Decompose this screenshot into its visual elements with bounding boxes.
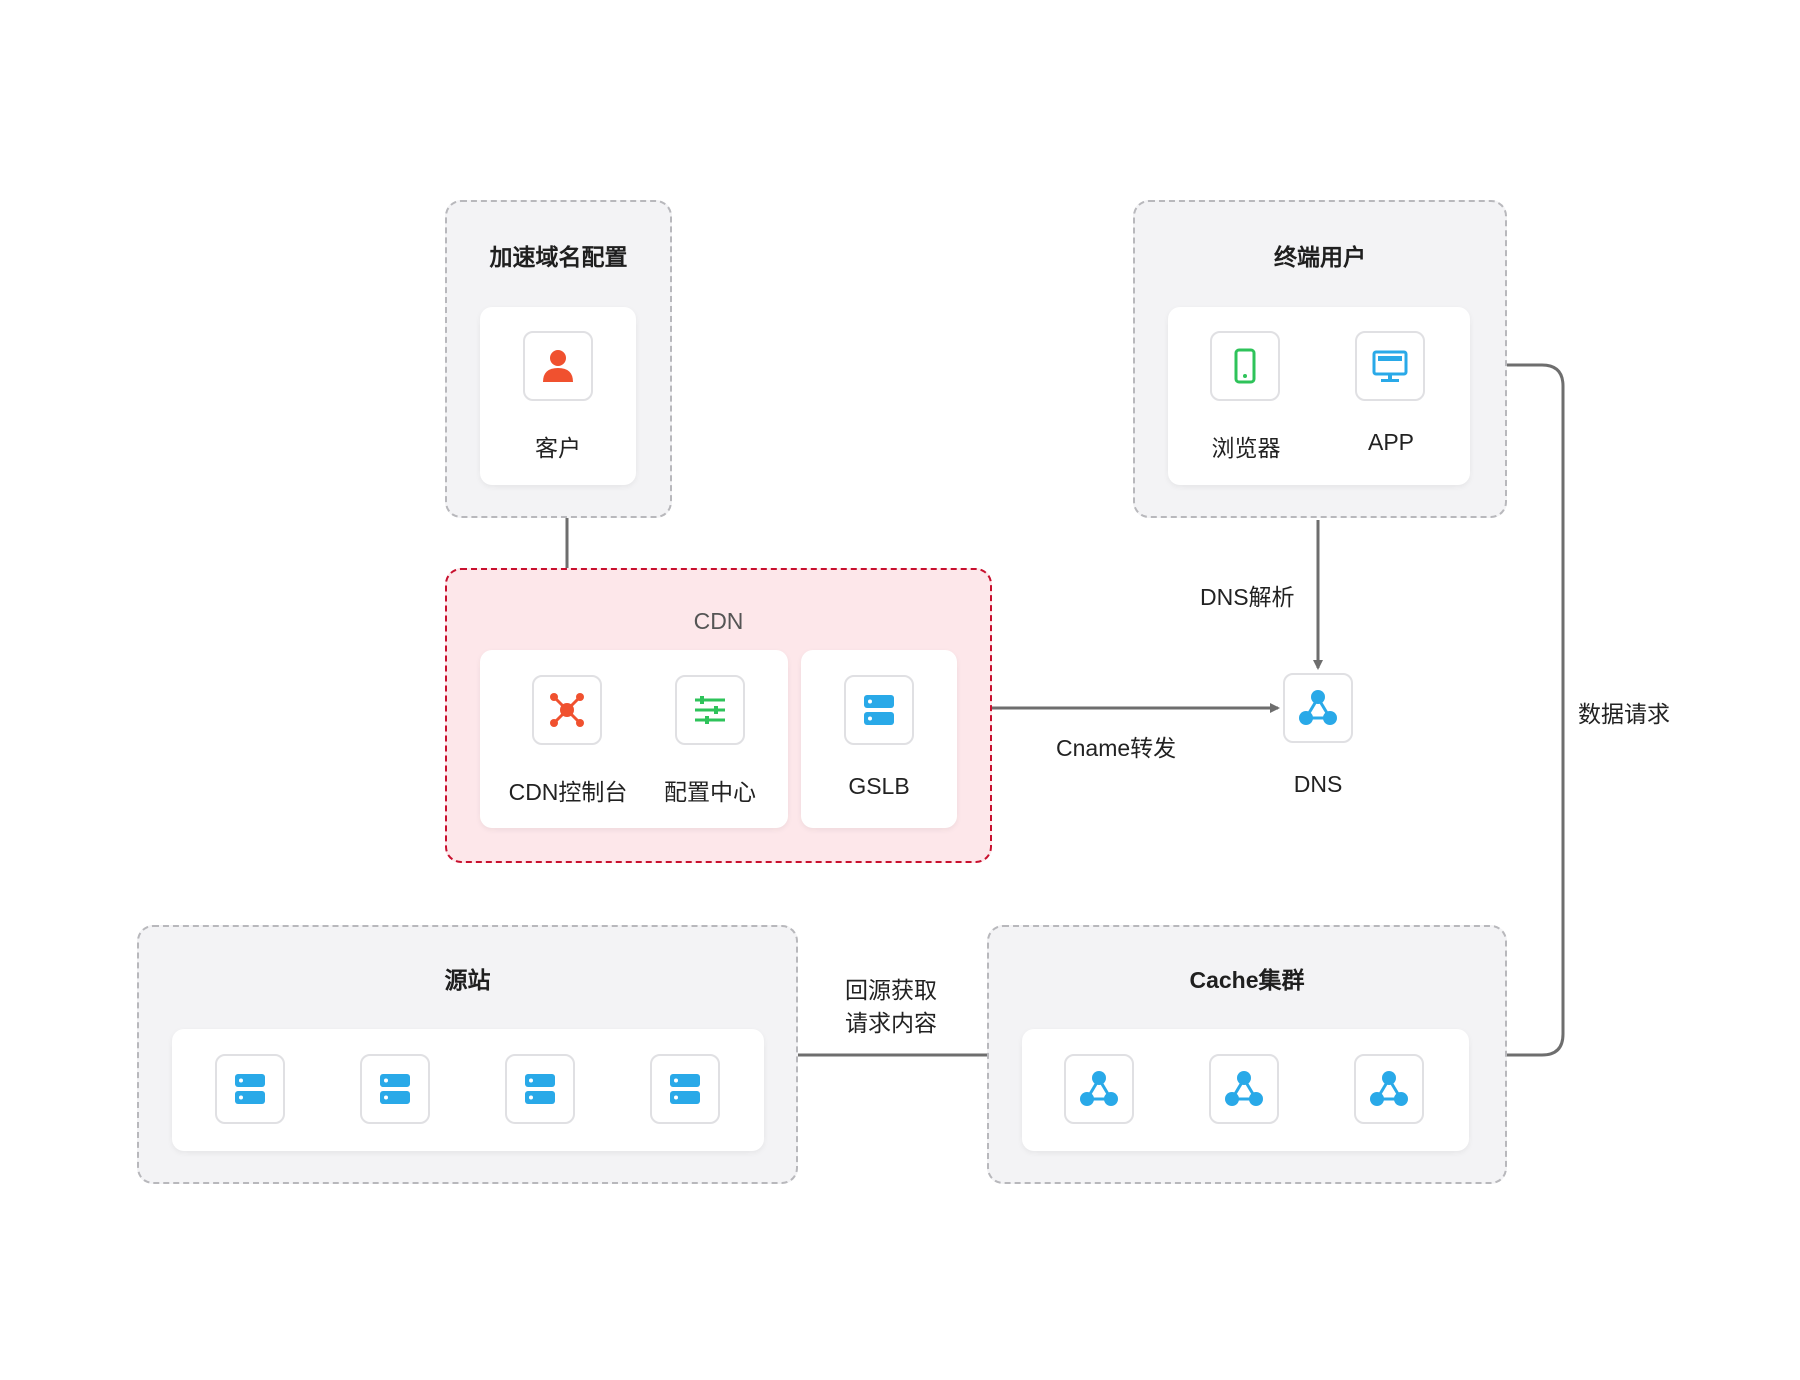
cache-cluster-group: Cache集群	[987, 925, 1507, 1184]
data-request-line	[1507, 363, 1565, 1057]
sliders-icon[interactable]	[675, 675, 745, 745]
browser-label: 浏览器	[1211, 435, 1281, 461]
cdn-title: CDN	[693, 608, 744, 634]
cdn-group: CDN CDN控制台 配置中心	[445, 568, 992, 863]
server-icon[interactable]	[360, 1054, 430, 1124]
cdn-console-label: CDN控制台	[508, 779, 628, 805]
origin-card	[172, 1029, 764, 1151]
end-users-card: 浏览器 APP	[1168, 307, 1470, 485]
end-users-group: 终端用户 浏览器 APP	[1133, 200, 1507, 518]
cache-cluster-card	[1022, 1029, 1469, 1151]
cluster-icon[interactable]	[1209, 1054, 1279, 1124]
end-users-title: 终端用户	[1274, 244, 1366, 270]
data-request-label: 数据请求	[1578, 701, 1670, 727]
back-to-origin-line2: 请求内容	[845, 1010, 937, 1036]
server-icon[interactable]	[215, 1054, 285, 1124]
person-icon[interactable]	[523, 331, 593, 401]
phone-icon[interactable]	[1210, 331, 1280, 401]
customer-label: 客户	[535, 435, 581, 461]
domain-config-title: 加速域名配置	[489, 244, 628, 270]
back-to-origin-line1: 回源获取	[845, 977, 937, 1003]
dns-resolve-label: DNS解析	[1200, 584, 1295, 610]
domain-config-group: 加速域名配置 客户	[445, 200, 672, 518]
origin-group: 源站	[137, 925, 798, 1184]
network-hub-icon[interactable]	[532, 675, 602, 745]
cluster-icon[interactable]	[1064, 1054, 1134, 1124]
cluster-icon[interactable]	[1283, 673, 1353, 743]
config-center-label: 配置中心	[664, 779, 756, 805]
server-icon[interactable]	[505, 1054, 575, 1124]
origin-title: 源站	[444, 967, 491, 993]
cdn-console-card: CDN控制台 配置中心	[480, 650, 788, 828]
back-to-origin-label: 回源获取 请求内容	[845, 974, 937, 1040]
server-icon[interactable]	[650, 1054, 720, 1124]
cluster-icon[interactable]	[1354, 1054, 1424, 1124]
cache-cluster-title: Cache集群	[1189, 967, 1305, 993]
app-label: APP	[1367, 429, 1415, 455]
domain-config-card: 客户	[480, 307, 636, 485]
gslb-label: GSLB	[848, 773, 910, 799]
gslb-card: GSLB	[801, 650, 957, 828]
monitor-icon[interactable]	[1355, 331, 1425, 401]
dns-label: DNS	[1293, 771, 1343, 797]
server-icon[interactable]	[844, 675, 914, 745]
cname-forward-label: Cname转发	[1056, 735, 1177, 761]
